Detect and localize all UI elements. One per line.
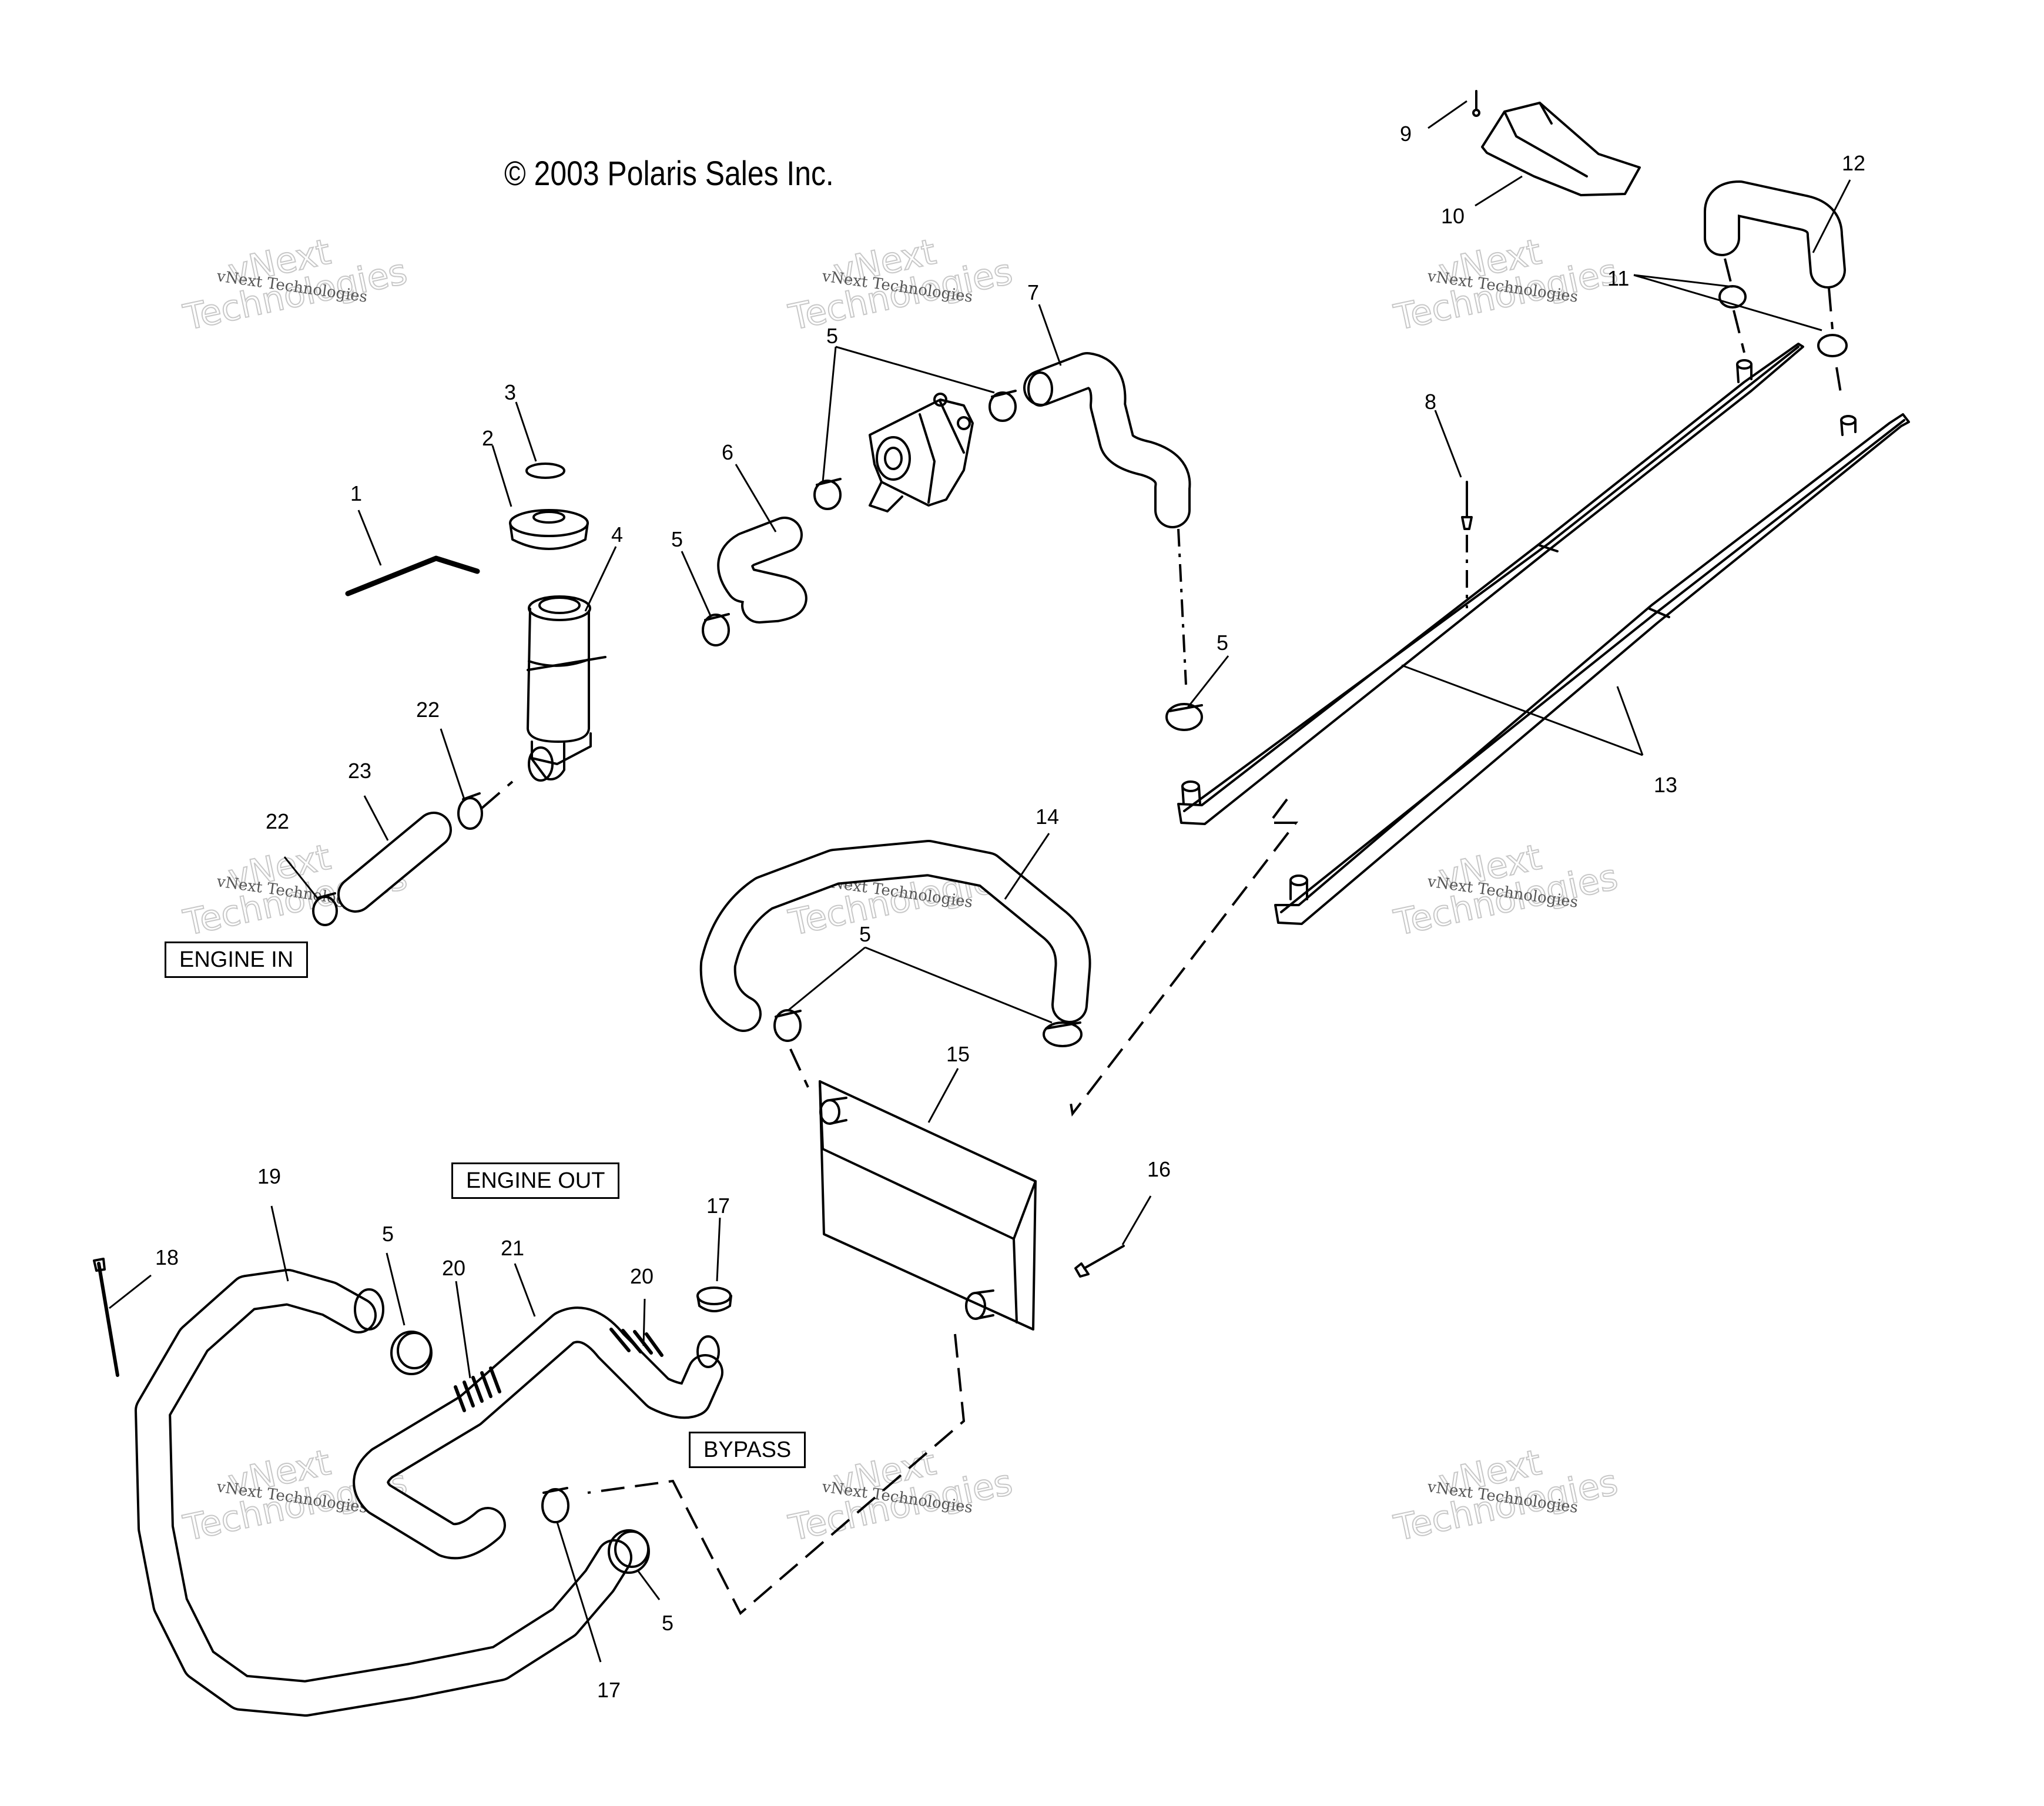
part-11-clamp <box>1817 334 1848 357</box>
callout-5: 5 <box>671 527 683 551</box>
part-5-clamp <box>1043 1021 1083 1047</box>
part-1-rod <box>345 555 480 597</box>
callout-11: 11 <box>1607 266 1629 290</box>
callout-17: 17 <box>597 1678 621 1702</box>
part-17-clamp <box>696 1286 732 1312</box>
callout-13: 13 <box>1654 773 1677 797</box>
part-21-bypass-hose <box>353 1306 723 1560</box>
part-5-clamp <box>1165 703 1203 731</box>
callout-12: 12 <box>1842 151 1865 175</box>
copyright-notice: © 2003 Polaris Sales Inc. <box>504 155 834 193</box>
callout-22: 22 <box>416 698 440 722</box>
callout-17: 17 <box>706 1194 730 1218</box>
part-19-long-hose <box>135 1269 632 1717</box>
callout-5: 5 <box>662 1611 673 1635</box>
part-14-big-hose <box>699 840 1091 1032</box>
callout-9: 9 <box>1400 122 1412 146</box>
callout-23: 23 <box>348 759 371 783</box>
part-9-fastener <box>1472 90 1480 117</box>
part-5-clamp <box>608 1529 650 1574</box>
callout-14: 14 <box>1036 805 1059 829</box>
part-3-o-ring <box>525 463 565 479</box>
connection-line <box>789 1048 809 1088</box>
callout-21: 21 <box>501 1236 524 1260</box>
part-2-pressure-cap <box>509 509 589 550</box>
water-pump <box>869 393 974 512</box>
callout-20: 20 <box>630 1264 654 1288</box>
part-22-clamp <box>312 892 338 926</box>
leader-lines <box>109 100 1851 1663</box>
part-20-corrugated-section <box>454 1366 501 1412</box>
callout-5: 5 <box>859 922 871 946</box>
part-5-clamp <box>390 1331 433 1375</box>
connection-line <box>587 1333 966 1616</box>
callout-15: 15 <box>946 1042 970 1066</box>
part-7-hose <box>1023 352 1191 528</box>
callout-1: 1 <box>350 481 362 505</box>
part-15-cooler <box>819 1080 1037 1331</box>
callout-5: 5 <box>826 324 838 348</box>
part-20-corrugated-section <box>609 1328 664 1357</box>
callout-5: 5 <box>1217 631 1228 655</box>
part-5-clamp <box>989 390 1017 422</box>
callout-4: 4 <box>611 522 623 547</box>
connection-line <box>1724 258 1732 283</box>
part-18-dipstick <box>93 1258 119 1377</box>
callout-7: 7 <box>1027 280 1039 304</box>
callout-19: 19 <box>257 1164 281 1188</box>
callout-5: 5 <box>382 1222 394 1246</box>
connection-line <box>1068 798 1299 1117</box>
part-10-shield <box>1481 102 1641 196</box>
connection-line <box>1835 367 1842 393</box>
connection-line <box>1733 310 1745 353</box>
callout-3: 3 <box>504 380 516 404</box>
connection-line <box>1177 528 1187 685</box>
callout-18: 18 <box>155 1245 179 1269</box>
part-5-clamp <box>702 613 730 646</box>
connection-line <box>1828 287 1834 330</box>
part-17-clamp <box>541 1487 569 1523</box>
part-4-coolant-bottle <box>527 595 607 782</box>
callout-20: 20 <box>442 1256 465 1280</box>
engine-out-label: ENGINE OUT <box>451 1162 620 1199</box>
callout-16: 16 <box>1147 1157 1171 1181</box>
engine-in-label: ENGINE IN <box>165 941 309 978</box>
connection-line <box>481 780 514 809</box>
part-22-clamp <box>457 792 483 830</box>
part-16-bolt <box>1074 1245 1125 1278</box>
part-5-clamp <box>813 478 842 510</box>
callout-22: 22 <box>266 809 289 833</box>
callout-6: 6 <box>722 440 733 464</box>
part-8-bolt <box>1461 481 1473 608</box>
callout-2: 2 <box>482 426 494 450</box>
part-23-tube <box>337 812 452 913</box>
part-13-heat-exchanger <box>1177 343 1910 925</box>
bypass-label: BYPASS <box>689 1432 806 1468</box>
callout-10: 10 <box>1441 204 1465 228</box>
callout-numbers: 1 2 3 4 5 5 5 5 5 5 6 7 8 9 10 11 12 13 … <box>155 122 1865 1702</box>
part-5-clamp <box>773 1009 802 1042</box>
callout-8: 8 <box>1425 390 1436 414</box>
part-6-s-hose <box>717 517 807 624</box>
part-12-u-hose <box>1704 180 1846 289</box>
